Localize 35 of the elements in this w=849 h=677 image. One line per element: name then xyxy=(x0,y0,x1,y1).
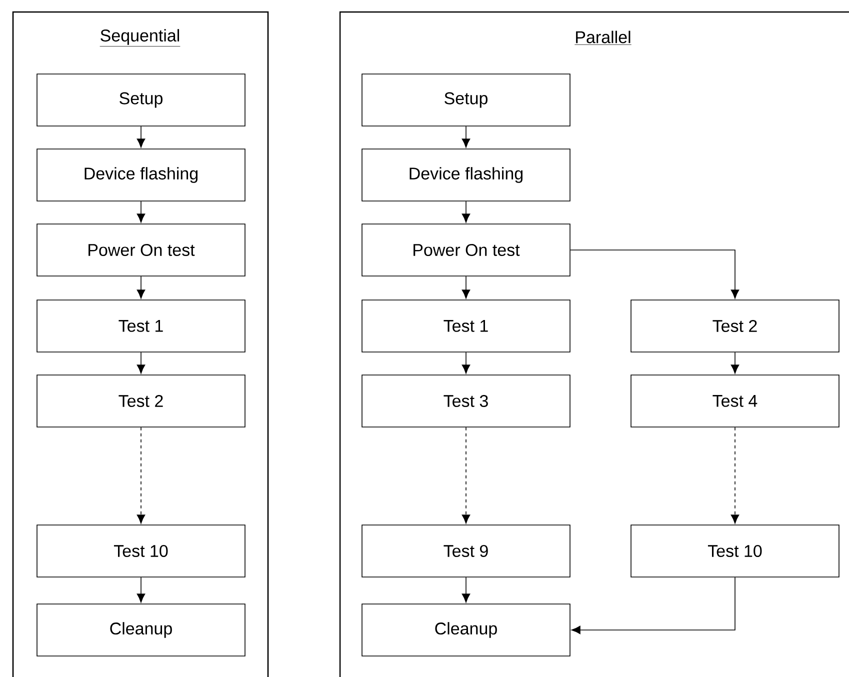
arrow xyxy=(730,427,740,524)
process-box: Cleanup xyxy=(362,604,570,656)
arrow xyxy=(462,276,470,299)
arrow xyxy=(136,577,146,603)
arrow xyxy=(136,276,146,299)
process-box: Test 10 xyxy=(630,524,840,578)
process-box: Test 4 xyxy=(630,374,840,428)
process-box: Setup xyxy=(362,74,570,126)
process-box: Test 9 xyxy=(362,524,570,578)
process-box: Test 1 xyxy=(36,300,246,352)
arrow xyxy=(462,352,470,374)
process-box: Test 1 xyxy=(362,300,570,352)
arrow xyxy=(571,577,736,634)
arrow xyxy=(730,352,740,374)
panel-heading: Parallel xyxy=(574,30,632,45)
arrow xyxy=(136,201,146,223)
arrow xyxy=(462,427,470,524)
arrow xyxy=(136,352,146,374)
arrow xyxy=(462,577,470,603)
arrow xyxy=(136,427,146,524)
arrow xyxy=(462,201,470,223)
process-box: Device flashing xyxy=(362,148,570,202)
process-box: Power On test xyxy=(36,224,246,276)
process-box: Test 2 xyxy=(36,374,246,428)
process-box: Test 3 xyxy=(362,374,570,428)
panel-heading: Sequential xyxy=(100,29,180,47)
arrow xyxy=(462,126,470,148)
process-box: Cleanup xyxy=(36,604,246,656)
process-box: Power On test xyxy=(362,224,570,276)
arrow xyxy=(136,126,146,148)
arrow xyxy=(570,250,740,299)
process-box: Setup xyxy=(36,74,246,126)
process-box: Device flashing xyxy=(36,148,246,202)
process-box: Test 2 xyxy=(630,300,840,352)
process-box: Test 10 xyxy=(36,524,246,578)
